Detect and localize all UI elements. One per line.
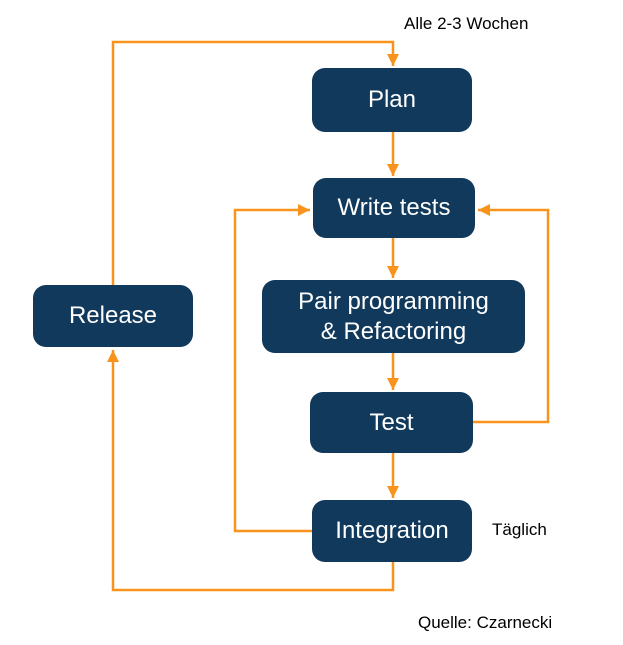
connector-integration-to-write-tests <box>233 204 312 533</box>
node-plan: Plan <box>312 68 472 132</box>
source-attribution: Quelle: Czarnecki <box>418 613 553 632</box>
node-test: Test <box>310 392 473 453</box>
daily-note: Täglich <box>492 520 547 539</box>
node-integration: Integration <box>312 500 472 562</box>
connector-integration-to-release <box>107 350 395 592</box>
connector-test-to-write-tests <box>473 204 550 424</box>
connector-release-to-plan <box>111 40 399 285</box>
node-write-tests: Write tests <box>313 178 475 238</box>
cycle-duration-note: Alle 2-3 Wochen <box>404 14 529 33</box>
node-release: Release <box>33 285 193 347</box>
node-pair-programming: Pair programming & Refactoring <box>262 280 525 353</box>
